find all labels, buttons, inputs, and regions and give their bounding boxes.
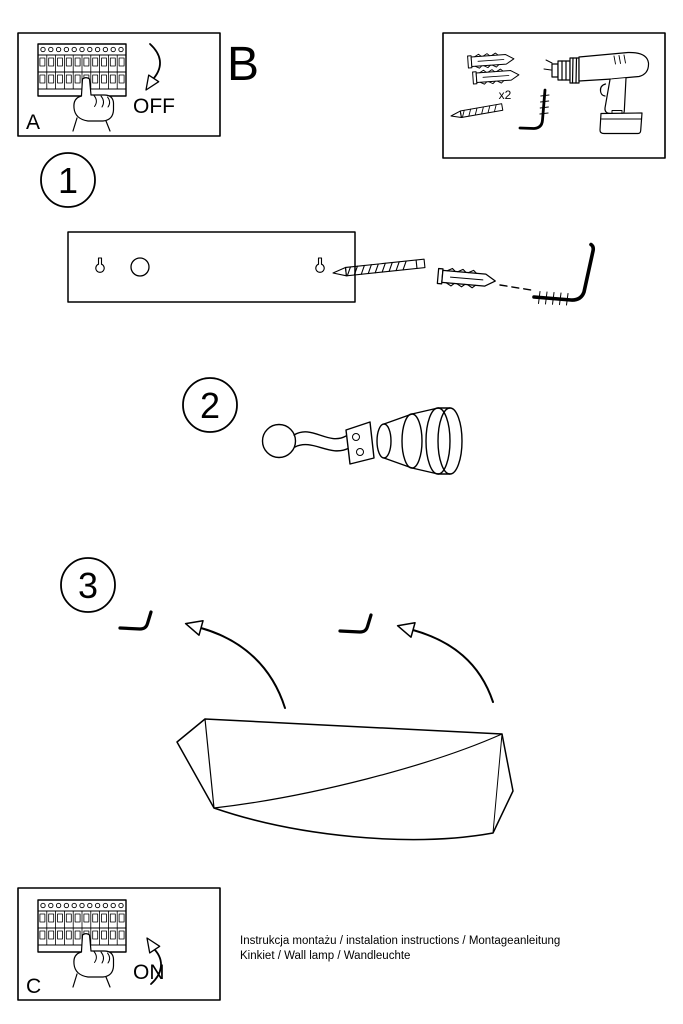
step-1-number: 1 <box>58 160 78 201</box>
wire-loop <box>261 423 297 459</box>
footer-line-2: Kinkiet / Wall lamp / Wandleuchte <box>240 950 410 962</box>
drill-icon <box>551 51 650 135</box>
step-2-badge <box>182 377 238 433</box>
flip-down-arrow-icon <box>145 43 161 91</box>
step-1: 1 <box>40 152 596 306</box>
hang-arrow-left-icon <box>184 620 286 709</box>
step-3-number: 3 <box>78 565 98 606</box>
section-b-label: B <box>227 38 259 91</box>
step-3: 3 <box>60 557 514 841</box>
wall-plug-icon <box>436 266 497 291</box>
step-2: 2 <box>182 377 463 475</box>
wire <box>293 431 347 440</box>
lamp-body <box>176 718 514 841</box>
keyhole-slot-left <box>95 257 105 273</box>
on-label: ON <box>133 961 165 984</box>
cable-hole <box>130 257 150 277</box>
parts-tools-box: x2 <box>442 32 666 159</box>
hanger-bolt-icon <box>450 103 504 119</box>
anchors-quantity: x2 <box>499 88 512 102</box>
power-off-box: A OFF <box>17 32 221 137</box>
drill-motion-marks <box>543 59 553 71</box>
lamp-socket-icon <box>261 407 463 475</box>
wall-hook-right-icon <box>338 613 373 634</box>
box-b-frame <box>442 32 666 159</box>
mounting-plate <box>67 231 356 303</box>
box-c-label: C <box>26 975 41 998</box>
wire <box>294 443 350 452</box>
hook-icon <box>532 242 596 306</box>
assembly-dashed-line <box>499 284 532 291</box>
hang-arrow-right-icon <box>396 622 494 703</box>
box-a-label: A <box>26 111 40 134</box>
wall-hook-left-icon <box>118 610 153 631</box>
step-3-badge <box>60 557 116 613</box>
hook-icon <box>518 88 550 130</box>
step-1-badge <box>40 152 96 208</box>
power-on-box: C ON <box>17 887 221 1001</box>
flip-up-arrow-icon <box>146 937 162 985</box>
off-label: OFF <box>133 95 175 118</box>
keyhole-slot-right <box>315 257 325 273</box>
footer-line-1: Instrukcja montażu / instalation instruc… <box>240 935 560 947</box>
screw-icon <box>332 258 426 277</box>
step-2-number: 2 <box>200 385 220 426</box>
